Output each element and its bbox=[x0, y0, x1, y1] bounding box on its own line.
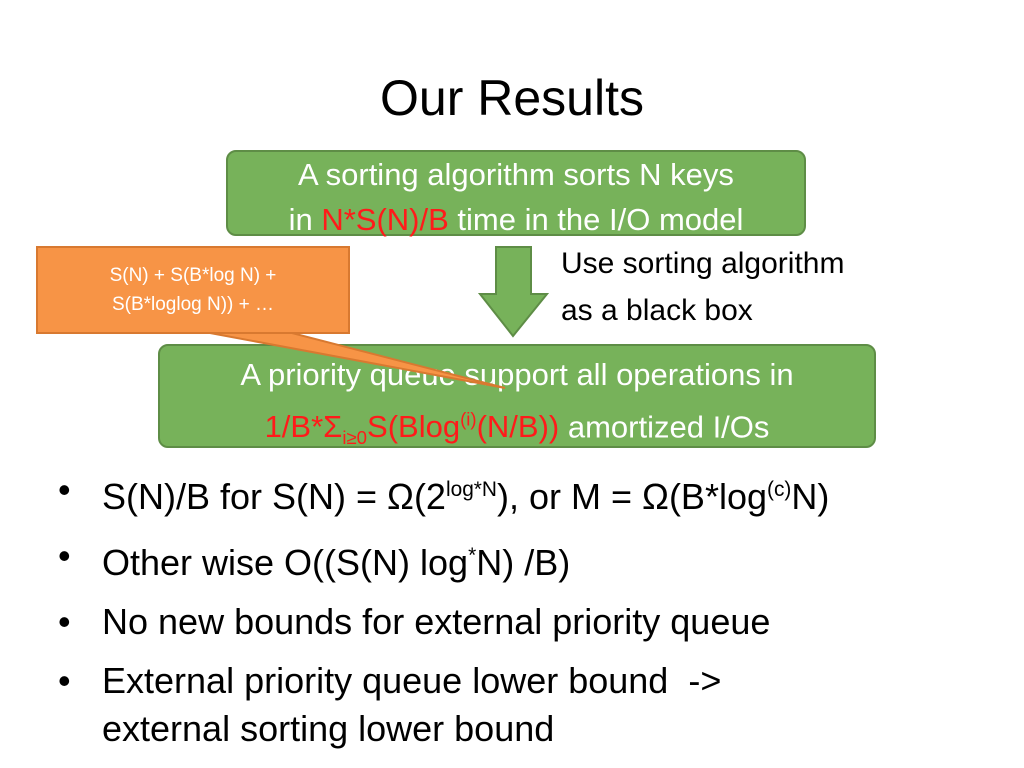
bullet-2-part-a: Other wise O((S(N) log bbox=[102, 542, 469, 583]
results-bullet-list: • S(N)/B for S(N) = Ω(2log*N), or M = Ω(… bbox=[58, 466, 1008, 764]
bullet-2-sup: * bbox=[468, 544, 477, 567]
pq-box-line2: 1/B*Σi≥0S(Blog(i)(N/B)) amortized I/Os bbox=[160, 397, 874, 461]
pq-formula-superscript: (i) bbox=[460, 409, 477, 430]
pq-box-line1: A priority queue support all operations … bbox=[240, 357, 794, 392]
bullet-marker: • bbox=[58, 601, 71, 642]
sorting-box-line2-post: time in the I/O model bbox=[448, 202, 744, 237]
bullet-marker: • bbox=[58, 469, 71, 510]
slide-title: Our Results bbox=[380, 70, 644, 126]
bullet-item-1: • S(N)/B for S(N) = Ω(2log*N), or M = Ω(… bbox=[58, 466, 1008, 521]
bullet-1-part-a: S(N)/B for S(N) = Ω(2 bbox=[102, 476, 446, 517]
down-arrow-icon bbox=[477, 246, 550, 338]
sorting-box-line2-pre: in bbox=[288, 202, 322, 237]
bullet-item-3: • No new bounds for external priority qu… bbox=[58, 598, 1008, 646]
bullet-1-part-c: N) bbox=[791, 476, 830, 517]
priority-queue-box: A priority queue support all operations … bbox=[158, 344, 876, 449]
bullet-1-sup-1: log*N bbox=[445, 478, 498, 501]
sorting-box-line2: in N*S(N)/B time in the I/O model bbox=[228, 197, 804, 242]
bullet-2-part-b: N) /B) bbox=[476, 542, 571, 583]
sorting-cost-formula: N*S(N)/B bbox=[321, 202, 449, 237]
black-box-note: Use sorting algorithm as a black box bbox=[561, 240, 844, 334]
pq-formula-subscript: i≥0 bbox=[342, 427, 368, 449]
bullet-item-4: • External priority queue lower bound ->… bbox=[58, 657, 1008, 753]
bullet-marker: • bbox=[58, 660, 71, 701]
callout-pointer bbox=[209, 332, 506, 389]
bullet-3-text: No new bounds for external priority queu… bbox=[102, 601, 771, 642]
bullet-1-part-b: ), or M = Ω(B*log bbox=[497, 476, 767, 517]
sorting-box-line1: A sorting algorithm sorts N keys bbox=[298, 157, 734, 192]
callout-line2: S(B*loglog N)) + … bbox=[111, 294, 275, 315]
pq-formula-part-c: (N/B)) bbox=[476, 409, 560, 445]
bullet-item-2: • Other wise O((S(N) log*N) /B) bbox=[58, 532, 1008, 587]
callout-line1: S(N) + S(B*log N) + bbox=[109, 265, 277, 286]
pq-cost-formula: 1/B*Σi≥0S(Blog(i)(N/B)) bbox=[264, 409, 560, 449]
pq-box-line2-post: amortized I/Os bbox=[559, 409, 770, 445]
pq-formula-part-b: S(Blog bbox=[367, 409, 461, 445]
black-box-note-line1: Use sorting algorithm bbox=[561, 247, 845, 280]
expansion-callout: S(N) + S(B*log N) + S(B*loglog N)) + … bbox=[36, 246, 350, 334]
black-box-note-line2: as a black box bbox=[561, 294, 753, 327]
bullet-4-line2: external sorting lower bound bbox=[102, 708, 555, 749]
bullet-4-line1: External priority queue lower bound -> bbox=[102, 660, 722, 701]
bullet-1-sup-2: (c) bbox=[767, 478, 792, 501]
sorting-algorithm-box: A sorting algorithm sorts N keys in N*S(… bbox=[226, 150, 806, 237]
pq-formula-part-a: 1/B*Σ bbox=[264, 409, 343, 445]
bullet-marker: • bbox=[58, 535, 71, 576]
